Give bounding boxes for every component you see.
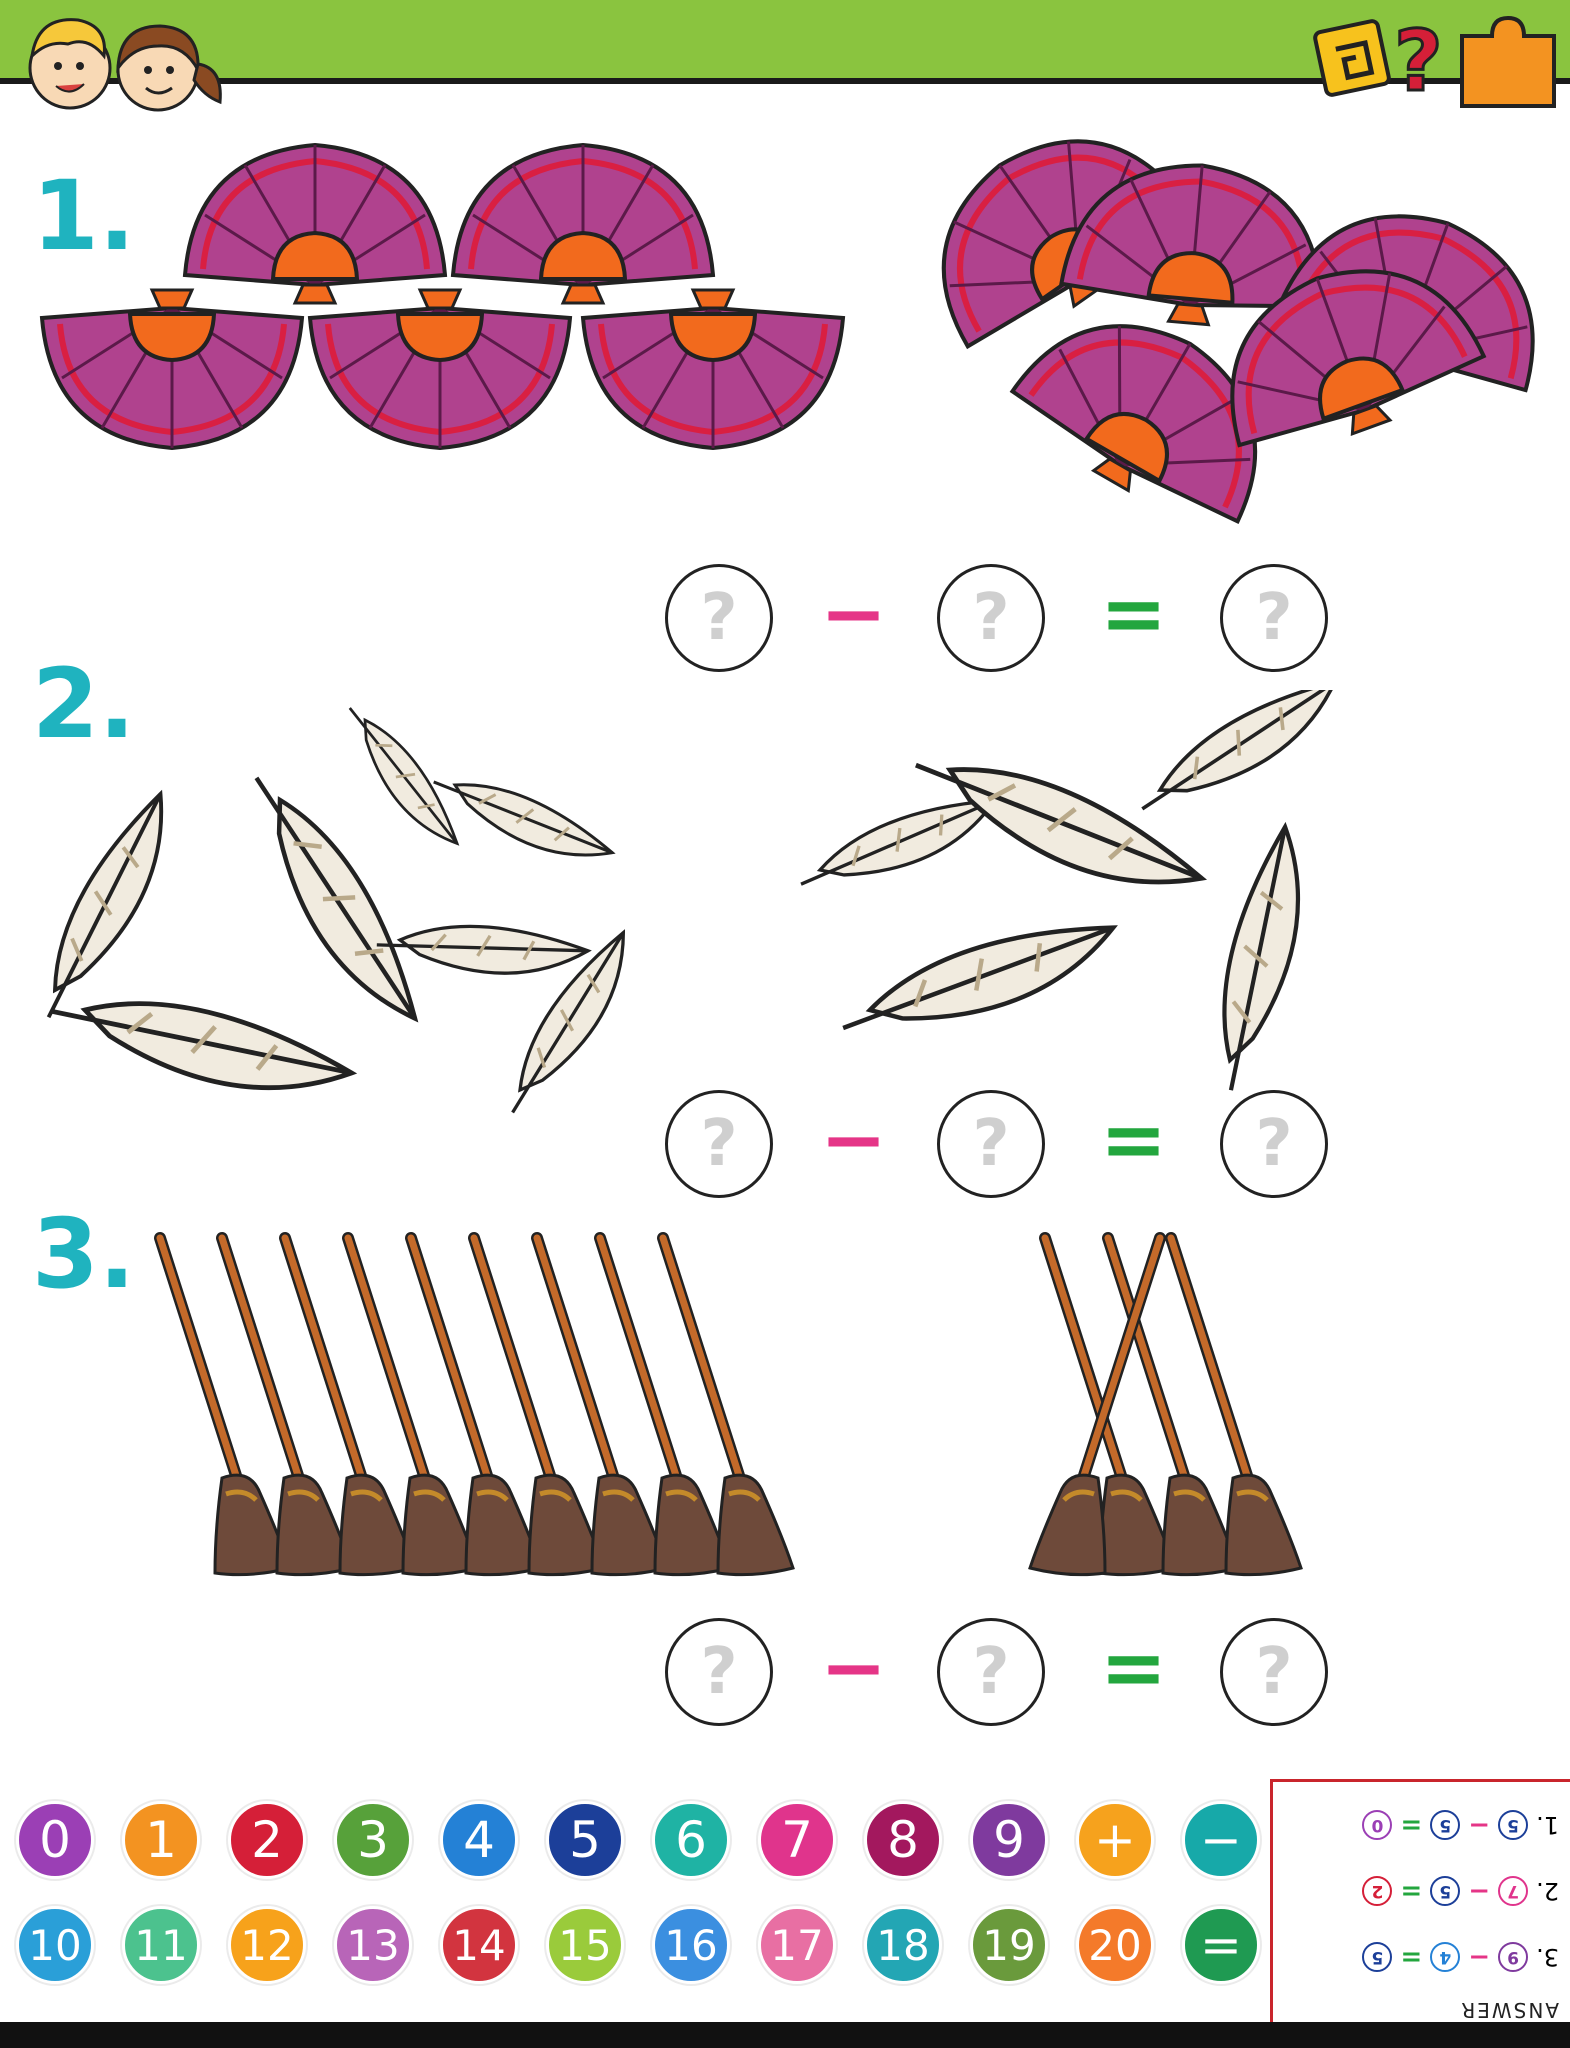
answer-value-c: 5 (1362, 1942, 1393, 1972)
answer-circle-3c[interactable]: ? (1220, 1618, 1328, 1726)
equals-sign: = (1400, 1942, 1423, 1972)
number-tile-−[interactable]: − (1182, 1801, 1260, 1879)
number-tile-14[interactable]: 14 (440, 1906, 518, 1984)
answer-value-c: 0 (1362, 1810, 1393, 1840)
answer-circle-2a[interactable]: ? (665, 1090, 773, 1198)
minus-sign: − (1468, 1810, 1491, 1840)
equals-sign: = (1400, 1876, 1423, 1906)
problem-1-number: 1. (32, 160, 136, 272)
number-tile-0[interactable]: 0 (16, 1801, 94, 1879)
number-tile-4[interactable]: 4 (440, 1801, 518, 1879)
number-tile-+[interactable]: + (1076, 1801, 1154, 1879)
fans-illustration (0, 120, 1570, 590)
answer-circle-1b[interactable]: ? (937, 564, 1045, 672)
answer-row: 3.9−4=5 (1362, 1942, 1559, 1972)
number-tile-1[interactable]: 1 (122, 1801, 200, 1879)
footer-bar (0, 2022, 1570, 2048)
number-tile-=[interactable]: = (1182, 1906, 1260, 1984)
answer-row-label: 1. (1536, 1811, 1559, 1839)
number-tile-7[interactable]: 7 (758, 1801, 836, 1879)
answer-value-c: 2 (1362, 1876, 1393, 1906)
answer-circle-2c[interactable]: ? (1220, 1090, 1328, 1198)
answer-value-b: 5 (1430, 1810, 1461, 1840)
minus-sign: − (820, 567, 888, 660)
number-tile-17[interactable]: 17 (758, 1906, 836, 1984)
number-tile-20[interactable]: 20 (1076, 1906, 1154, 1984)
answer-row-label: 2. (1536, 1877, 1559, 1905)
number-tile-10[interactable]: 10 (16, 1906, 94, 1984)
equals-sign: = (1100, 567, 1168, 660)
problem-3-number: 3. (32, 1198, 136, 1310)
answer-value-b: 4 (1430, 1942, 1461, 1972)
answer-circle-2b[interactable]: ? (937, 1090, 1045, 1198)
answer-value-a: 9 (1498, 1942, 1529, 1972)
number-tile-9[interactable]: 9 (970, 1801, 1048, 1879)
svg-text:?: ? (1394, 12, 1443, 110)
kids-logo-icon (28, 18, 222, 112)
number-tile-5[interactable]: 5 (546, 1801, 624, 1879)
answer-circle-3a[interactable]: ? (665, 1618, 773, 1726)
answer-circle-3b[interactable]: ? (937, 1618, 1045, 1726)
number-tile-15[interactable]: 15 (546, 1906, 624, 1984)
answer-circle-1c[interactable]: ? (1220, 564, 1328, 672)
problem-2-number: 2. (32, 648, 136, 760)
number-tile-6[interactable]: 6 (652, 1801, 730, 1879)
number-tile-3[interactable]: 3 (334, 1801, 412, 1879)
minus-sign: − (820, 1093, 888, 1186)
answer-row-label: 3. (1536, 1943, 1559, 1971)
number-tile-2[interactable]: 2 (228, 1801, 306, 1879)
puzzle-question-icon: ? (1313, 11, 1556, 112)
feathers-illustration (9, 690, 1355, 1170)
number-tile-16[interactable]: 16 (652, 1906, 730, 1984)
equals-sign: = (1100, 1093, 1168, 1186)
minus-sign: − (1468, 1876, 1491, 1906)
answer-circle-1a[interactable]: ? (665, 564, 773, 672)
answer-value-a: 7 (1498, 1876, 1529, 1906)
answer-row: 2.7−5=2 (1362, 1876, 1559, 1906)
number-tile-19[interactable]: 19 (970, 1906, 1048, 1984)
minus-sign: − (1468, 1942, 1491, 1972)
brooms-illustration (0, 1230, 1570, 1610)
answer-title: ANSWER (1459, 1998, 1559, 2022)
answer-value-b: 5 (1430, 1876, 1461, 1906)
answer-row: 1.5−5=0 (1362, 1810, 1559, 1840)
header-bar (0, 0, 1570, 84)
equals-sign: = (1400, 1810, 1423, 1840)
answer-value-a: 5 (1498, 1810, 1529, 1840)
minus-sign: − (820, 1621, 888, 1714)
number-tile-11[interactable]: 11 (122, 1906, 200, 1984)
number-tile-13[interactable]: 13 (334, 1906, 412, 1984)
number-tile-18[interactable]: 18 (864, 1906, 942, 1984)
number-tile-8[interactable]: 8 (864, 1801, 942, 1879)
number-tile-12[interactable]: 12 (228, 1906, 306, 1984)
equals-sign: = (1100, 1621, 1168, 1714)
